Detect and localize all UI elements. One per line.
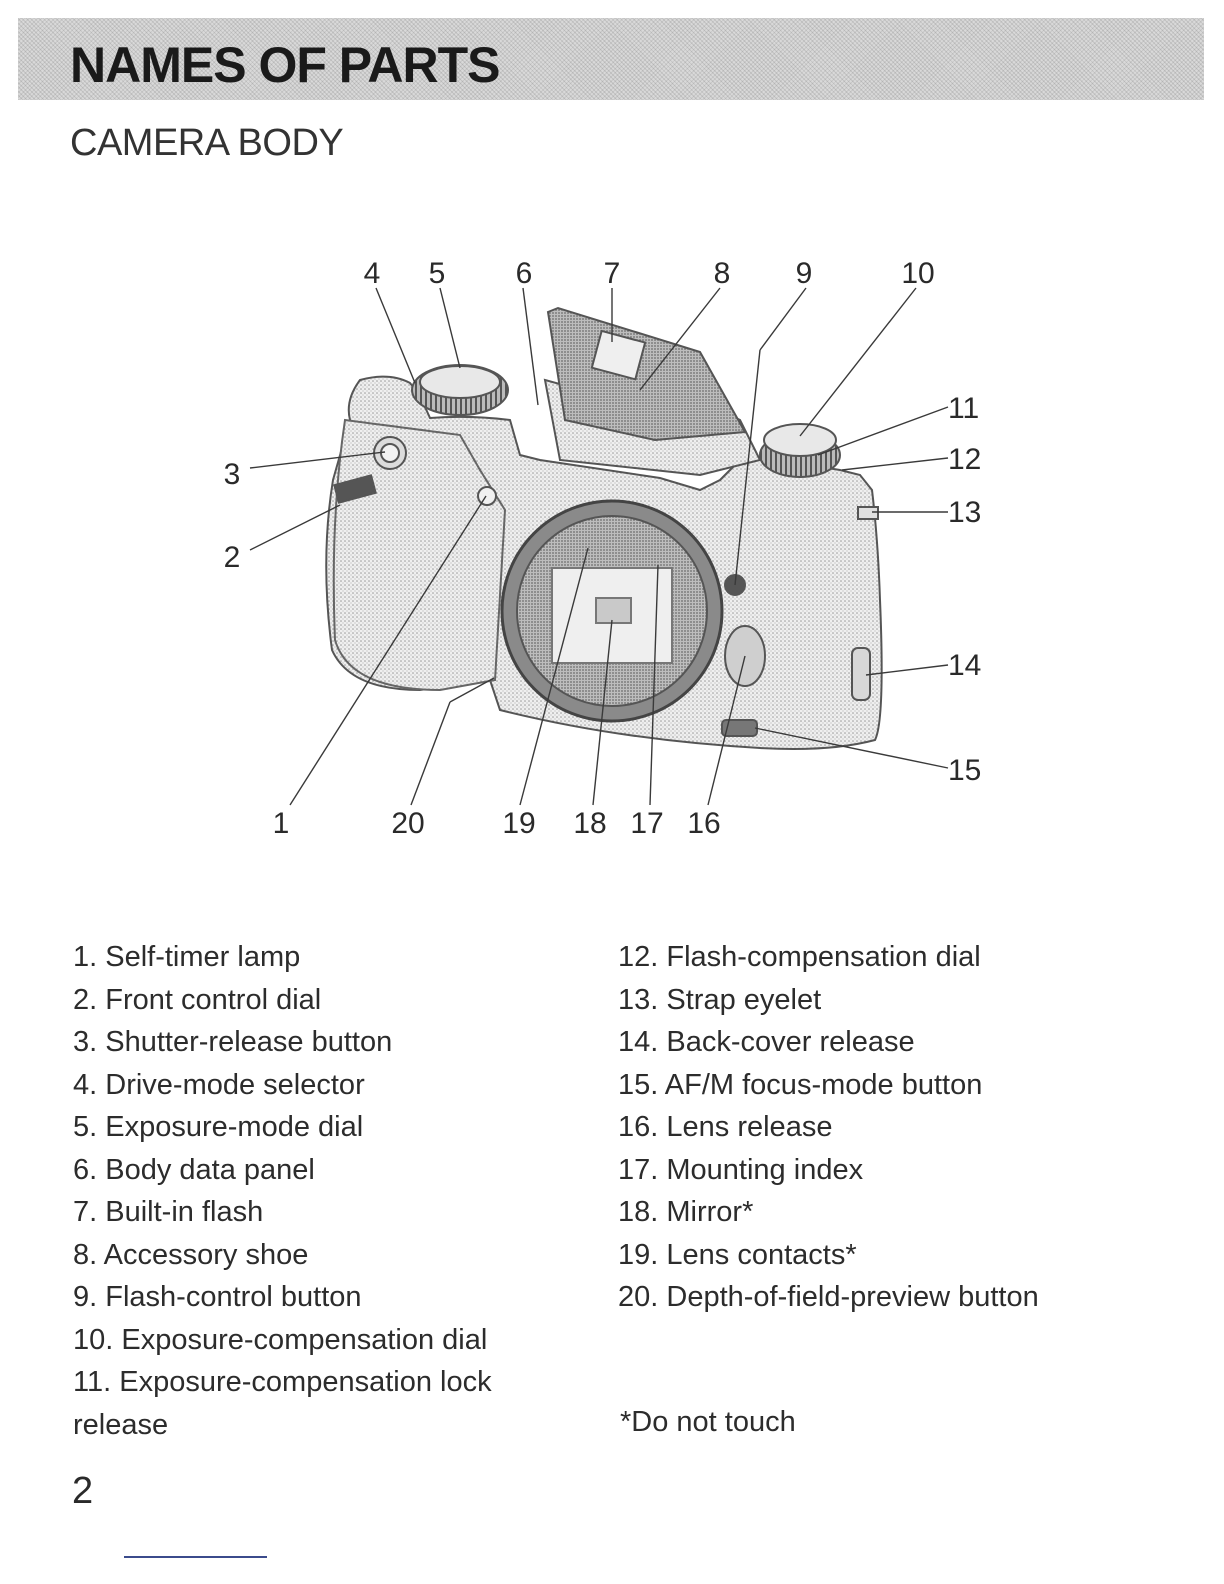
callout-20: 20 [391, 807, 424, 840]
callout-5: 5 [429, 257, 446, 290]
item-label: Lens contacts* [666, 1238, 857, 1271]
list-item: 7. Built-in flash [73, 1191, 492, 1234]
callout-16: 16 [687, 807, 720, 840]
item-label: Exposure-compensation dial [121, 1323, 488, 1356]
section-title: CAMERA BODY [70, 122, 344, 164]
list-item: 10. Exposure-compensation dial [73, 1319, 492, 1362]
item-number: 12. [618, 941, 659, 973]
item-number: 18. [618, 1196, 659, 1228]
callout-19: 19 [502, 807, 535, 840]
list-item: 11. Exposure-compensation lock release [73, 1361, 492, 1446]
item-number: 13. [618, 983, 659, 1016]
callout-8: 8 [714, 257, 731, 290]
list-item: 17. Mounting index [618, 1149, 1039, 1192]
list-item: 1. Self-timer lamp [73, 936, 492, 979]
item-label-continued: release [73, 1408, 169, 1441]
item-number: 4. [73, 1068, 98, 1101]
callout-3: 3 [224, 458, 241, 491]
list-item: 6. Body data panel [73, 1149, 492, 1192]
footer-rule [124, 1556, 267, 1558]
callout-12: 12 [948, 443, 981, 476]
item-label: Front control dial [105, 983, 322, 1016]
item-number: 14. [618, 1026, 659, 1058]
item-label: AF/M focus-mode button [664, 1068, 983, 1101]
page-number: 2 [72, 1470, 94, 1512]
footnote: *Do not touch [620, 1406, 796, 1438]
item-number: 7. [73, 1196, 98, 1228]
callout-7: 7 [604, 257, 621, 290]
item-number: 17. [618, 1153, 659, 1186]
item-number: 20. [618, 1281, 659, 1313]
callout-10: 10 [901, 257, 934, 290]
callout-15: 15 [948, 754, 981, 787]
leader-lines [249, 287, 949, 806]
item-number: 8. [73, 1238, 98, 1271]
page-title: NAMES OF PARTS [70, 37, 501, 93]
callout-6: 6 [516, 257, 533, 290]
item-number: 2. [73, 983, 98, 1016]
callout-4: 4 [364, 257, 381, 290]
list-item: 16. Lens release [618, 1106, 1039, 1149]
list-item: 18. Mirror* [618, 1191, 1039, 1234]
item-label: Mirror* [666, 1196, 754, 1228]
parts-list-right: 12. Flash-compensation dial 13. Strap ey… [618, 936, 1039, 1319]
item-label: Built-in flash [105, 1196, 264, 1228]
list-item: 19. Lens contacts* [618, 1234, 1039, 1277]
callout-1: 1 [273, 807, 290, 840]
list-item: 4. Drive-mode selector [73, 1064, 492, 1107]
item-label: Body data panel [105, 1153, 315, 1186]
item-label: Back-cover release [666, 1026, 915, 1058]
list-item: 3. Shutter-release button [73, 1021, 492, 1064]
item-label: Lens release [666, 1111, 833, 1143]
item-number: 5. [73, 1111, 98, 1143]
item-number: 19. [618, 1238, 659, 1271]
callout-13: 13 [948, 496, 981, 529]
parts-list-left: 1. Self-timer lamp 2. Front control dial… [73, 936, 492, 1446]
callout-9: 9 [796, 257, 813, 290]
item-number: 10. [73, 1323, 114, 1356]
item-number: 6. [73, 1153, 98, 1186]
callout-17: 17 [630, 807, 663, 840]
list-item: 20. Depth-of-field-preview button [618, 1276, 1039, 1319]
item-number: 16. [618, 1111, 659, 1143]
callout-14: 14 [948, 649, 981, 682]
item-number: 3. [73, 1026, 98, 1058]
item-label: Depth-of-field-preview button [666, 1281, 1039, 1313]
item-label: Accessory shoe [103, 1238, 309, 1271]
item-label: Exposure-compensation lock [119, 1366, 492, 1398]
item-label: Shutter-release button [105, 1026, 393, 1058]
callout-2: 2 [224, 541, 241, 574]
item-number: 15. [618, 1068, 659, 1101]
camera-body-illustration [325, 306, 883, 750]
list-item: 15. AF/M focus-mode button [618, 1064, 1039, 1107]
list-item: 2. Front control dial [73, 979, 492, 1022]
list-item: 8. Accessory shoe [73, 1234, 492, 1277]
item-label: Flash-compensation dial [666, 941, 981, 973]
callout-18: 18 [573, 807, 606, 840]
callout-11: 11 [948, 392, 979, 425]
list-item: 13. Strap eyelet [618, 979, 1039, 1022]
item-label: Exposure-mode dial [105, 1111, 364, 1143]
item-label: Flash-control button [105, 1281, 362, 1313]
item-label: Self-timer lamp [105, 941, 301, 973]
item-number: 1. [73, 941, 98, 973]
camera-diagram: 1 2 3 4 5 6 7 8 9 10 11 12 13 14 15 16 1… [224, 257, 982, 840]
list-item: 9. Flash-control button [73, 1276, 492, 1319]
item-label: Strap eyelet [666, 983, 822, 1016]
header-band [18, 18, 1204, 100]
item-label: Mounting index [666, 1153, 864, 1186]
list-item: 14. Back-cover release [618, 1021, 1039, 1064]
item-number: 11. [73, 1366, 112, 1398]
item-number: 9. [73, 1281, 98, 1313]
item-label: Drive-mode selector [105, 1068, 365, 1101]
list-item: 5. Exposure-mode dial [73, 1106, 492, 1149]
list-item: 12. Flash-compensation dial [618, 936, 1039, 979]
